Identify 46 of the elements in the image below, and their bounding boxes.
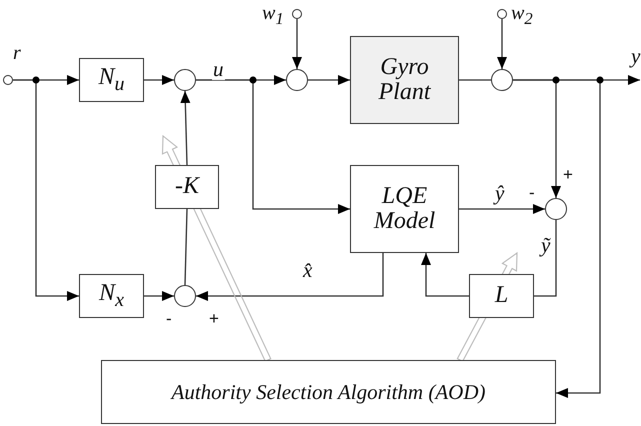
gain-block — [155, 165, 219, 209]
terminal-circle — [292, 9, 302, 19]
block-label: Authority Selection Algorithm (AOD) — [172, 380, 486, 404]
signal-arrow — [13, 79, 79, 301]
signal-label: w$_{2}$ — [511, 3, 533, 28]
block-label: L — [494, 283, 508, 309]
signal-arrow — [144, 291, 174, 301]
summing-junction — [545, 198, 567, 220]
summing-junction — [491, 69, 513, 91]
signal-arrow — [459, 204, 545, 214]
signal-arrow — [513, 79, 601, 398]
signal-arrow — [292, 19, 302, 69]
signal-line — [534, 220, 557, 297]
terminal-circle — [3, 75, 13, 85]
signal-line — [184, 208, 188, 286]
terminal-circle — [497, 9, 507, 19]
sign-label: - — [529, 184, 535, 201]
signal-arrow — [196, 253, 384, 301]
block-label: N$_{u}$ — [98, 65, 124, 95]
signal-arrow — [144, 75, 174, 85]
signal-line — [459, 79, 491, 81]
plant-block — [350, 36, 459, 124]
algorithm-block — [101, 360, 556, 424]
summing-junction — [174, 69, 196, 91]
block-label: N$_{x}$ — [99, 281, 124, 311]
block-label: -K — [175, 174, 199, 200]
gain-block — [79, 58, 144, 102]
signal-arrow — [421, 253, 469, 297]
signal-arrow — [497, 19, 507, 69]
estimator-block — [350, 165, 459, 253]
signal-label: w$_{1}$ — [262, 3, 284, 28]
signal-label: ỹ — [540, 235, 552, 256]
signal-arrow — [308, 75, 350, 85]
gain-block — [469, 274, 534, 318]
signal-label: ŷ — [494, 183, 506, 204]
summing-junction — [286, 69, 308, 91]
signal-arrow — [196, 79, 350, 214]
sign-label: + — [563, 166, 573, 183]
block-label: Gyro Plant — [377, 54, 432, 106]
gain-block — [79, 274, 144, 318]
signal-label: r — [13, 43, 21, 63]
block-label: LQE Model — [372, 184, 436, 234]
sign-label: + — [209, 310, 219, 327]
signal-arrow — [180, 90, 190, 166]
summing-junction — [174, 285, 196, 307]
sign-label: - — [166, 310, 172, 327]
